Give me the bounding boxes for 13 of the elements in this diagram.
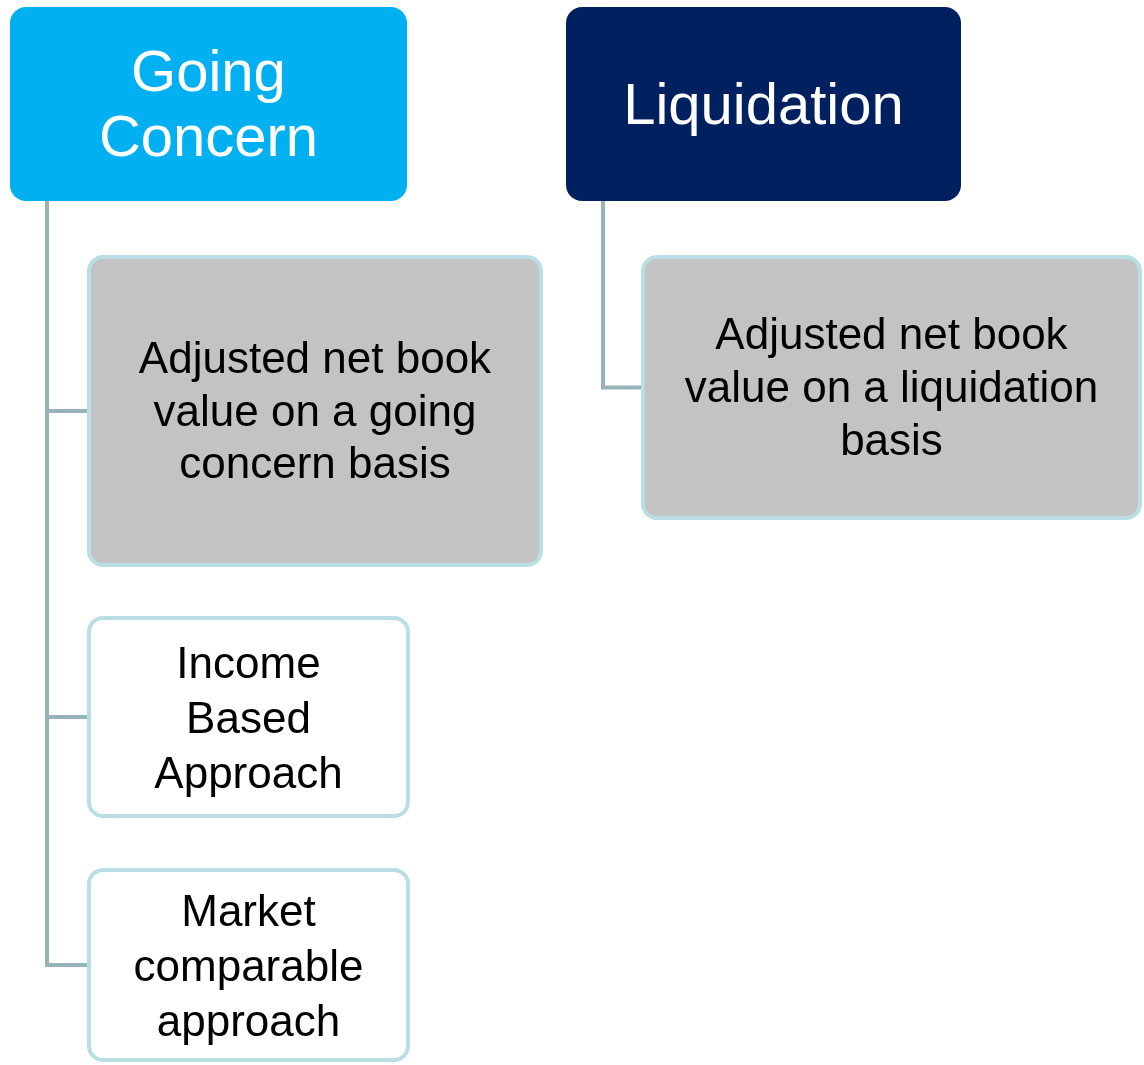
method-box [87, 255, 543, 567]
method-box [641, 255, 1142, 520]
box-label: Income Based Approach [153, 636, 344, 799]
method-box [87, 868, 410, 1062]
box-label: Adjusted net book value on a going concern basis [137, 331, 493, 490]
box-label: Market comparable approach [132, 884, 365, 1047]
method-box [87, 616, 410, 818]
category-box [10, 7, 407, 201]
box-label: Adjusted net book value on a liquidation basis [683, 308, 1100, 466]
category-box [566, 7, 961, 201]
box-label: Liquidation [623, 71, 904, 137]
box-label: Going Concern [97, 39, 320, 169]
connector-line [601, 201, 641, 390]
